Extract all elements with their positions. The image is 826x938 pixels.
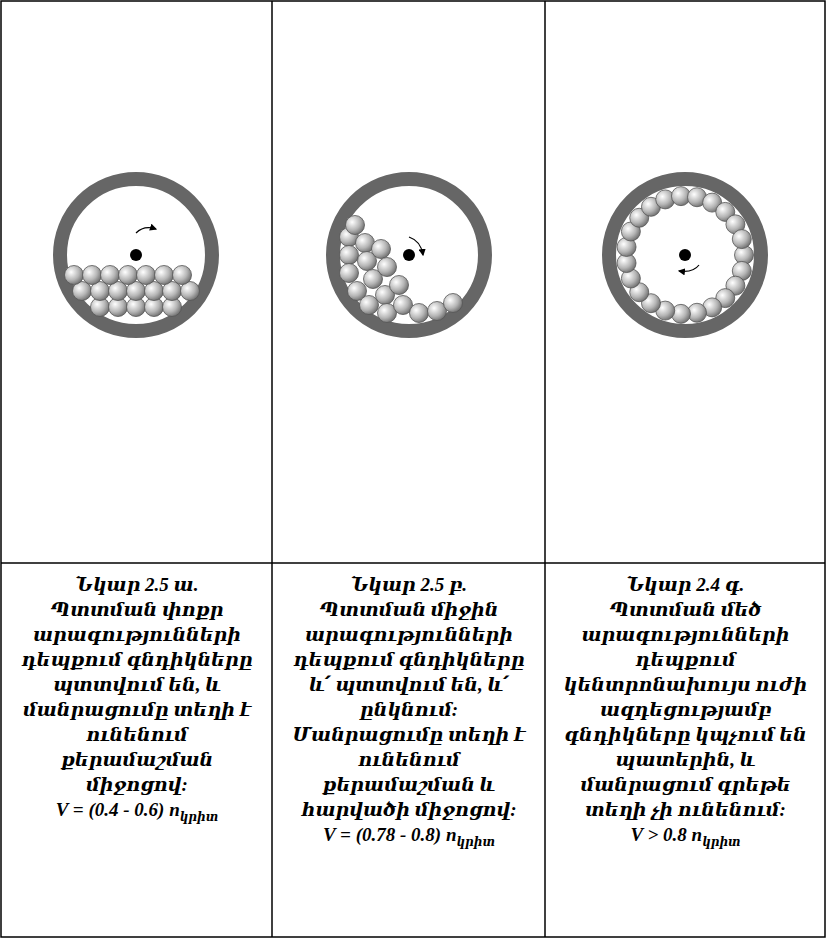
figure-number: Նկար 2.4 գ. [557, 572, 814, 597]
grinding-ball [372, 240, 391, 259]
drum-axis [130, 249, 142, 261]
grinding-ball [444, 294, 463, 313]
grinding-ball [732, 230, 751, 249]
drum-axis [403, 249, 415, 261]
formula-subscript: կրիտ [180, 810, 218, 824]
caption-cell: Նկար 2.4 գ.Պտտման մեծ արագությունների դե… [547, 566, 824, 861]
grinding-ball [65, 266, 84, 285]
figure-number: Նկար 2.5 բ. [284, 572, 534, 597]
caption-text: Պտտման փոքր արագությունների դեպքում գնդի… [12, 597, 262, 797]
grinding-ball [83, 266, 102, 285]
drum-shell [333, 179, 485, 331]
speed-formula: V > 0.8 nկրիտ [557, 822, 814, 855]
drum-shell [609, 179, 761, 331]
grinding-ball [119, 266, 138, 285]
caption-text: Պտտման մեծ արագությունների դեպքում կենտր… [557, 597, 814, 822]
grinding-ball [346, 216, 365, 235]
mill-drum [609, 179, 761, 331]
caption-cell: Նկար 2.5 ա.Պտտման փոքր արագությունների դ… [2, 566, 272, 836]
grinding-ball [340, 246, 359, 265]
caption-text: Պտտման միջին արագությունների դեպքում գնդ… [284, 597, 534, 822]
grinding-ball [340, 264, 359, 283]
grinding-ball [378, 258, 397, 277]
formula-subscript: կրիտ [456, 835, 494, 849]
rotation-arrow [679, 265, 699, 271]
mill-drawings [60, 179, 761, 331]
grinding-ball [410, 304, 429, 323]
drum-shell [60, 179, 212, 331]
formula-subscript: կրիտ [702, 835, 740, 849]
mill-drum [60, 179, 212, 331]
grinding-ball [360, 296, 379, 315]
grinding-ball [173, 266, 192, 285]
figure-number: Նկար 2.5 ա. [12, 572, 262, 597]
grinding-ball [390, 276, 409, 295]
rotation-arrow [136, 228, 156, 233]
drum-axis [679, 249, 691, 261]
speed-formula: V = (0.78 - 0.8) nկրիտ [284, 822, 534, 855]
rotation-arrow [409, 237, 423, 255]
mill-drum [333, 179, 485, 331]
grinding-ball [137, 266, 156, 285]
speed-formula: V = (0.4 - 0.6) nկրիտ [12, 797, 262, 830]
grinding-ball [101, 266, 120, 285]
grinding-ball [155, 266, 174, 285]
caption-cell: Նկար 2.5 բ.Պտտման միջին արագությունների … [274, 566, 544, 861]
